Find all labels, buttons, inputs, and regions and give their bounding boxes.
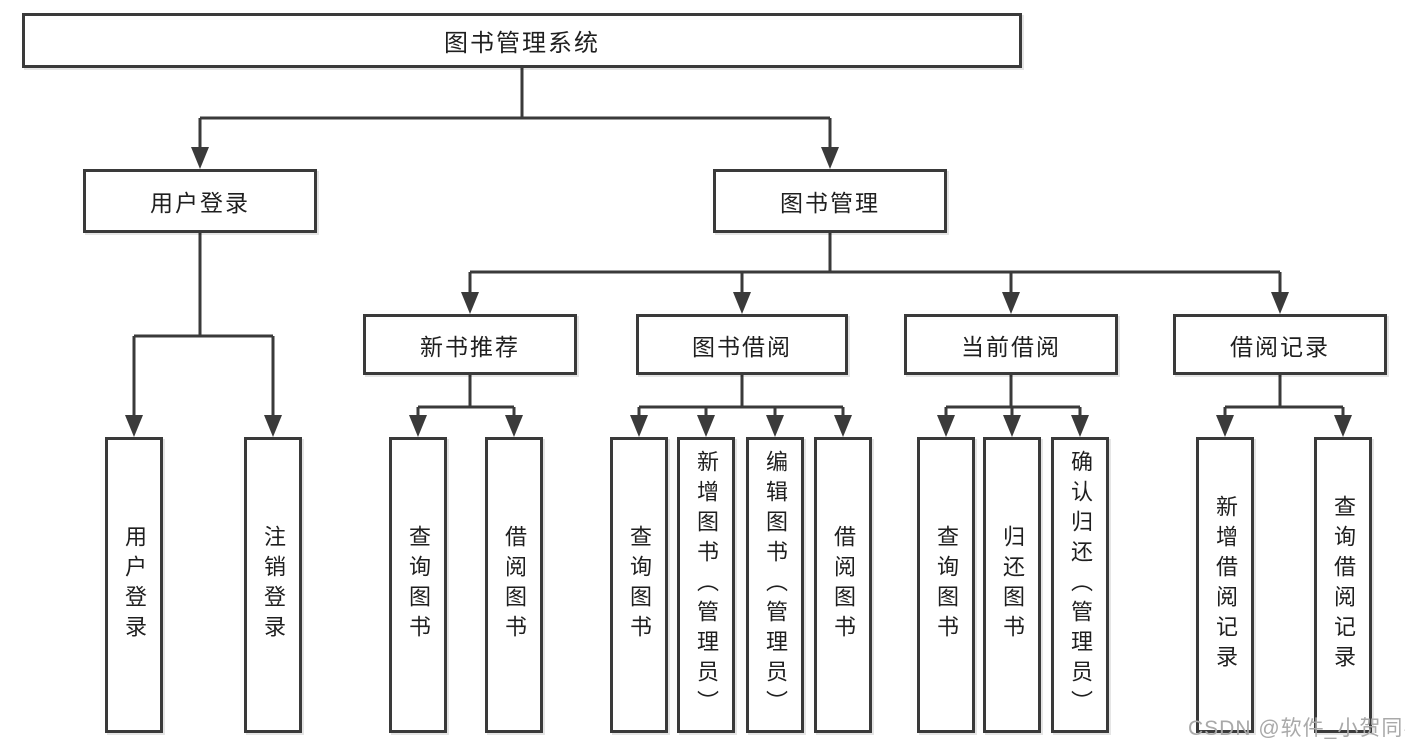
- leaf-query-borrow-record: 查询借阅记录: [1314, 437, 1372, 733]
- leaf-user-login-label: 用户登录: [122, 525, 147, 645]
- node-user-login: 用户登录: [83, 169, 317, 233]
- leaf-logout-label: 注销登录: [261, 525, 286, 645]
- node-borrow-records: 借阅记录: [1173, 314, 1387, 375]
- leaf-add-book-admin: 新增图书（管理员）: [677, 437, 735, 733]
- node-current-borrow: 当前借阅: [904, 314, 1118, 375]
- node-library-system: 图书管理系统: [22, 13, 1022, 68]
- leaf-borrow-book-recommend-label: 借阅图书: [502, 525, 527, 645]
- leaf-borrow-book-label: 借阅图书: [831, 525, 856, 645]
- node-book-management-label: 图书管理: [780, 190, 880, 216]
- leaf-return-book-label: 归还图书: [1000, 525, 1025, 645]
- leaf-add-borrow-record-label: 新增借阅记录: [1213, 495, 1238, 675]
- node-book-borrow-label: 图书借阅: [692, 333, 792, 360]
- connector-root-to-level2: [191, 68, 839, 169]
- csdn-watermark: CSDN @软件_小贺同学: [1188, 717, 1405, 740]
- leaf-query-book-recommend: 查询图书: [389, 437, 447, 733]
- connector-bookborrow-to-leaves: [630, 374, 852, 437]
- leaf-borrow-book-recommend: 借阅图书: [485, 437, 543, 733]
- leaf-edit-book-admin-label: 编辑图书（管理员）: [763, 450, 788, 720]
- connector-bookmgmt-to-level3: [461, 233, 1289, 314]
- node-book-borrow: 图书借阅: [636, 314, 848, 375]
- node-current-borrow-label: 当前借阅: [961, 333, 1061, 360]
- leaf-query-book-recommend-label: 查询图书: [406, 525, 431, 645]
- leaf-add-borrow-record: 新增借阅记录: [1196, 437, 1254, 733]
- connector-currentborrow-to-leaves: [937, 374, 1089, 437]
- connector-newbook-to-leaves: [409, 374, 523, 437]
- node-borrow-records-label: 借阅记录: [1230, 333, 1330, 360]
- leaf-user-login: 用户登录: [105, 437, 163, 733]
- node-book-management: 图书管理: [713, 169, 947, 233]
- leaf-return-book: 归还图书: [983, 437, 1041, 733]
- node-library-system-label: 图书管理系统: [444, 30, 600, 57]
- connector-userlogin-to-leaves: [125, 233, 282, 437]
- node-user-login-label: 用户登录: [150, 190, 250, 216]
- leaf-confirm-return-admin-label: 确认归还（管理员）: [1068, 450, 1093, 720]
- leaf-query-borrow-record-label: 查询借阅记录: [1331, 495, 1356, 675]
- leaf-logout: 注销登录: [244, 437, 302, 733]
- leaf-edit-book-admin: 编辑图书（管理员）: [746, 437, 804, 733]
- node-new-book-recommend: 新书推荐: [363, 314, 577, 375]
- node-new-book-recommend-label: 新书推荐: [420, 333, 520, 360]
- leaf-query-book-borrow: 查询图书: [610, 437, 668, 733]
- connector-borrowrecords-to-leaves: [1216, 374, 1352, 437]
- leaf-add-book-admin-label: 新增图书（管理员）: [694, 450, 719, 720]
- leaf-query-book-current-label: 查询图书: [934, 525, 959, 645]
- leaf-confirm-return-admin: 确认归还（管理员）: [1051, 437, 1109, 733]
- leaf-borrow-book: 借阅图书: [814, 437, 872, 733]
- leaf-query-book-current: 查询图书: [917, 437, 975, 733]
- leaf-query-book-borrow-label: 查询图书: [627, 525, 652, 645]
